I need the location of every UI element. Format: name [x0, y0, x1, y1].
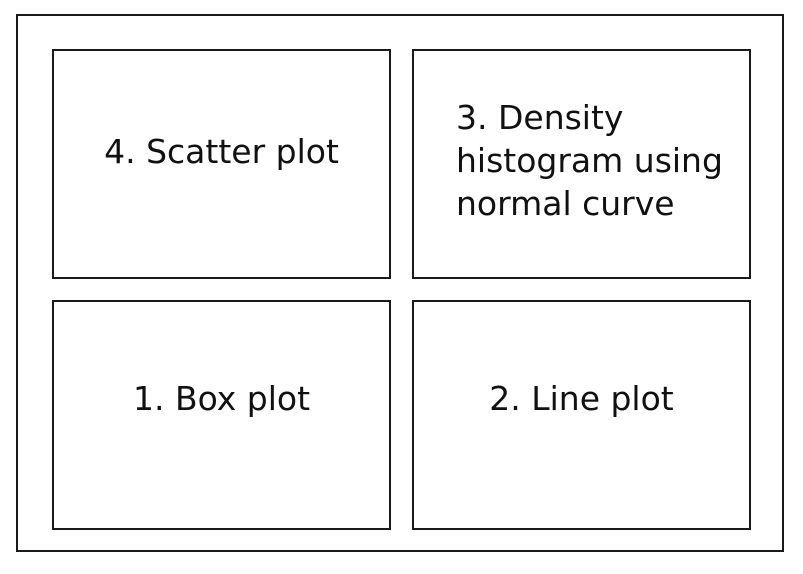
panel-label-line-plot: 2. Line plot [489, 378, 674, 418]
panel-label-density-histogram: 3. Density histogram using normal curve [456, 97, 723, 223]
panel-scatter-plot: 4. Scatter plot [52, 49, 391, 279]
panel-line-plot: 2. Line plot [412, 300, 751, 530]
panel-density-histogram: 3. Density histogram using normal curve [412, 49, 751, 279]
panel-label-box-plot: 1. Box plot [132, 378, 311, 418]
panel-label-scatter-plot: 4. Scatter plot [104, 131, 339, 171]
layout-frame [16, 14, 784, 552]
panel-box-plot: 1. Box plot [52, 300, 391, 530]
